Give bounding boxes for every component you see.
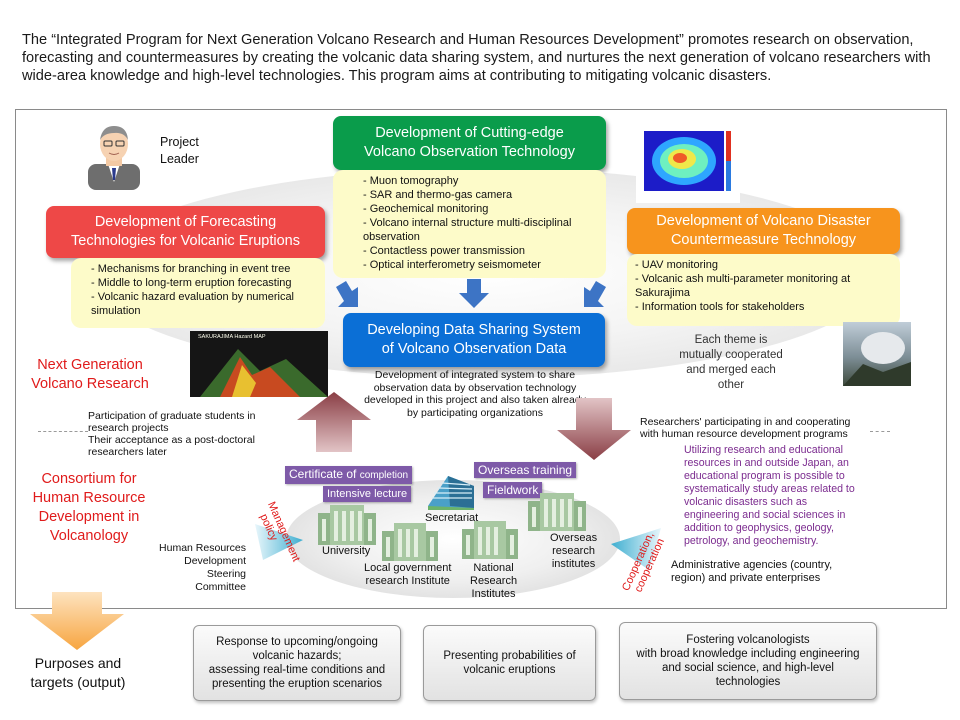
arrow-observation-to-data-icon xyxy=(459,279,489,308)
management-policy-arrow-icon xyxy=(255,524,303,560)
forecasting-items-note: - Mechanisms for branching in event tree… xyxy=(71,258,325,328)
national-research-building-icon xyxy=(462,521,518,559)
university-label: University xyxy=(322,545,371,557)
data-sharing-description: Development of integrated system to shar… xyxy=(364,369,586,419)
tomography-map-image xyxy=(636,127,740,203)
project-leader-label: Project Leader xyxy=(160,135,199,166)
local-government-label: Local government research Institute xyxy=(364,562,452,587)
consortium-label: Consortium for Human Resource Developmen… xyxy=(32,471,146,544)
tag-overseas-training: Overseas training xyxy=(474,462,577,478)
separator-left xyxy=(38,431,88,432)
overseas-institute-label: Overseas research institutes xyxy=(550,532,598,570)
intro-paragraph: The “Integrated Program for Next Generat… xyxy=(22,32,931,84)
arrow-down-maroon-icon xyxy=(557,398,631,460)
volcano-photo xyxy=(843,322,911,386)
secretariat-label: Secretariat xyxy=(425,512,479,524)
university-building-icon xyxy=(318,505,376,545)
national-research-label: National Research Institutes xyxy=(470,562,518,600)
participation-right-note: Researchers' participating in and cooper… xyxy=(640,416,851,440)
observation-items-note: - Muon tomography - SAR and thermo-gas c… xyxy=(333,170,606,278)
purposes-targets-label: Purposes and targets (output) xyxy=(30,655,126,690)
volcano-photo-plume xyxy=(843,332,911,386)
hazard-map-terrain xyxy=(200,349,328,397)
output-arrow-icon xyxy=(30,592,124,650)
output-box-fostering: Fostering volcanologists with broad know… xyxy=(619,622,877,700)
project-leader-avatar xyxy=(88,126,140,190)
arrow-up-maroon-icon xyxy=(297,392,371,452)
overseas-institute-building-icon xyxy=(528,493,586,531)
arrow-forecasting-to-data-icon xyxy=(336,281,358,307)
secretariat-building-icon xyxy=(428,476,474,510)
output-box-probabilities: Presenting probabilities of volcanic eru… xyxy=(423,625,596,701)
tag-certificate-of-completion: Certificate of completion xyxy=(285,466,413,484)
hazard-map-image: SAKURAJIMA Hazard MAP xyxy=(190,331,328,397)
cooperation-arrow-icon xyxy=(611,528,661,570)
countermeasure-items-note: - UAV monitoring - Volcanic ash multi-pa… xyxy=(627,254,900,326)
local-government-building-icon xyxy=(382,523,438,561)
administrative-agencies-label: Administrative agencies (country, region… xyxy=(671,559,833,584)
arrow-countermeasure-to-data-icon xyxy=(584,281,606,307)
participation-left-note: Participation of graduate students in re… xyxy=(88,410,256,458)
next-generation-label: Next Generation Volcano Research xyxy=(31,357,149,392)
tag-intensive-lecture: Intensive lecture xyxy=(323,486,412,502)
mutual-cooperation-note: Each theme is mutually cooperated and me… xyxy=(679,334,783,391)
separator-right xyxy=(870,431,890,432)
output-box-response: Response to upcoming/ongoing volcanic ha… xyxy=(193,625,401,701)
steering-committee-label: Human Resources Development Steering Com… xyxy=(159,542,246,593)
educational-program-note: Utilizing research and educational resou… xyxy=(684,444,855,547)
tag-fieldwork: Fieldwork xyxy=(483,482,543,498)
